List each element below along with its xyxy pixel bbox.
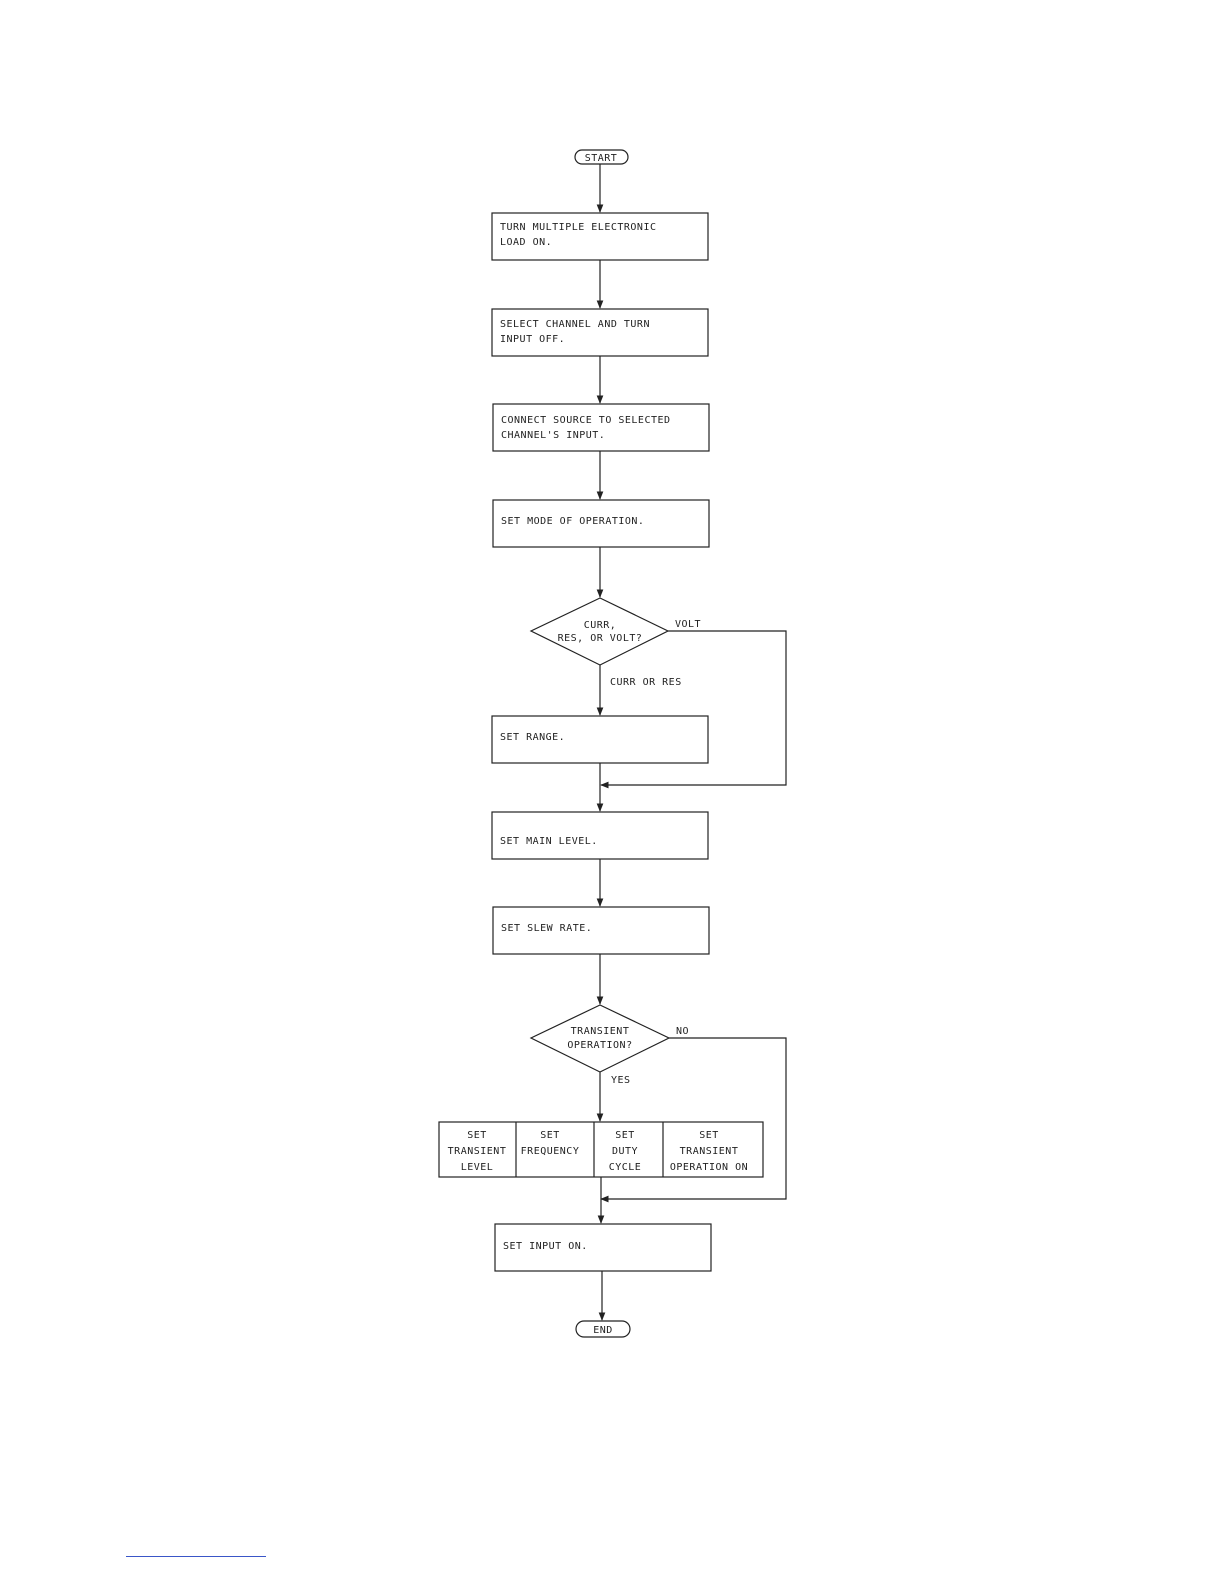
connector-no-bypass — [600, 1037, 787, 1203]
step-power-on-line1: TURN MULTIPLE ELECTRONIC — [500, 222, 657, 233]
step-set-main-level-label: SET MAIN LEVEL. — [500, 836, 598, 847]
branch-label-curr-or-res: CURR OR RES — [610, 677, 682, 688]
step-power-on-line2: LOAD ON. — [500, 237, 552, 248]
svg-text:SET: SET — [615, 1130, 635, 1141]
branch-label-yes: YES — [611, 1075, 631, 1086]
step-set-main-level: SET MAIN LEVEL. — [491, 811, 709, 860]
step-select-channel-line2: INPUT OFF. — [500, 334, 565, 345]
svg-text:SET: SET — [699, 1130, 719, 1141]
decision-transient: TRANSIENT OPERATION? — [529, 1004, 671, 1073]
svg-text:FREQUENCY: FREQUENCY — [521, 1146, 580, 1157]
step-set-slew-rate-label: SET SLEW RATE. — [501, 923, 592, 934]
step-set-slew-rate: SET SLEW RATE. — [492, 906, 710, 955]
step-power-on: TURN MULTIPLE ELECTRONIC LOAD ON. — [491, 212, 709, 261]
step-select-channel-line1: SELECT CHANNEL AND TURN — [500, 319, 650, 330]
transient-steps-row: SET TRANSIENT LEVEL SET FREQUENCY SET DU… — [438, 1121, 764, 1178]
svg-text:TRANSIENT: TRANSIENT — [680, 1146, 739, 1157]
end-label: END — [593, 1325, 613, 1336]
end-terminal: END — [575, 1320, 631, 1338]
step-set-range-label: SET RANGE. — [500, 732, 565, 743]
connector-volt-bypass — [600, 630, 787, 789]
step-set-input-on-label: SET INPUT ON. — [503, 1241, 588, 1252]
step-connect-source-line2: CHANNEL'S INPUT. — [501, 430, 605, 441]
svg-text:SET: SET — [467, 1130, 487, 1141]
step-connect-source: CONNECT SOURCE TO SELECTED CHANNEL'S INP… — [492, 403, 710, 452]
branch-label-volt: VOLT — [675, 619, 701, 630]
decision-mode-line2: RES, OR VOLT? — [558, 633, 643, 644]
transient-step-operation-on: SET TRANSIENT OPERATION ON — [670, 1130, 748, 1173]
decision-transient-line1: TRANSIENT — [571, 1026, 630, 1037]
decision-mode: CURR, RES, OR VOLT? — [529, 597, 670, 666]
svg-text:CYCLE: CYCLE — [609, 1162, 642, 1173]
svg-text:SET: SET — [540, 1130, 560, 1141]
step-connect-source-line1: CONNECT SOURCE TO SELECTED — [501, 415, 671, 426]
svg-text:DUTY: DUTY — [612, 1146, 638, 1157]
step-select-channel: SELECT CHANNEL AND TURN INPUT OFF. — [491, 308, 709, 357]
transient-step-duty-cycle: SET DUTY CYCLE — [609, 1130, 642, 1173]
step-set-input-on: SET INPUT ON. — [494, 1223, 712, 1272]
decision-transient-line2: OPERATION? — [567, 1040, 632, 1051]
footnote-rule — [126, 1556, 266, 1557]
svg-text:LEVEL: LEVEL — [461, 1162, 494, 1173]
step-set-range: SET RANGE. — [491, 715, 709, 764]
start-terminal: START — [574, 149, 629, 165]
svg-text:OPERATION ON: OPERATION ON — [670, 1162, 748, 1173]
start-label: START — [585, 153, 618, 164]
step-set-mode-label: SET MODE OF OPERATION. — [501, 516, 644, 527]
decision-mode-line1: CURR, — [584, 620, 617, 631]
transient-step-frequency: SET FREQUENCY — [521, 1130, 580, 1157]
svg-text:TRANSIENT: TRANSIENT — [448, 1146, 507, 1157]
transient-step-level: SET TRANSIENT LEVEL — [448, 1130, 507, 1173]
step-set-mode: SET MODE OF OPERATION. — [492, 499, 710, 548]
branch-label-no: NO — [676, 1026, 689, 1037]
